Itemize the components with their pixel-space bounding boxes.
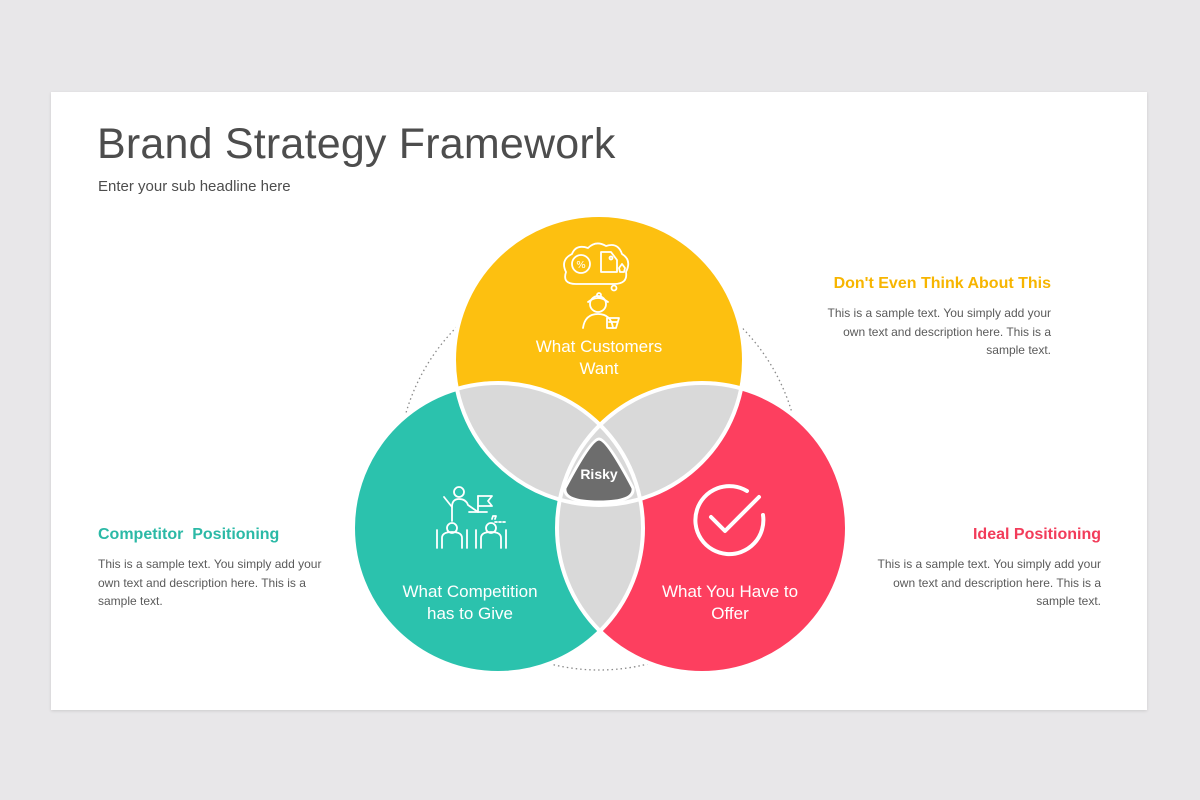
slide: Brand Strategy Framework Enter your sub … <box>51 92 1147 710</box>
page-title: Brand Strategy Framework <box>97 120 616 168</box>
venn-diagram: Risky % <box>351 213 849 675</box>
annotation-left: Competitor Positioning This is a sample … <box>98 526 328 611</box>
annotation-left-heading: Competitor Positioning <box>98 526 280 543</box>
circle-offer-label-line2: Offer <box>711 604 749 623</box>
outline-competition <box>351 381 645 675</box>
customer-thinking-icon: % <box>563 242 630 329</box>
page-subtitle: Enter your sub headline here <box>98 178 291 195</box>
center-risky-label: Risky <box>580 466 618 482</box>
annotation-left-text: This is a sample text. You simply add yo… <box>98 557 322 608</box>
svg-text:%: % <box>576 260 586 271</box>
center-risky-shape <box>563 437 635 504</box>
circle-customers-label-line1: What Customers <box>536 337 663 356</box>
team-flag-icon <box>436 486 507 549</box>
circle-competition-label-line2: has to Give <box>427 604 513 623</box>
annotation-right-heading: Ideal Positioning <box>972 526 1101 543</box>
overlap-customers-competition <box>454 383 643 505</box>
annotation-top-text: This is a sample text. You simply add yo… <box>827 306 1051 357</box>
annotation-right: Ideal Positioning This is a sample text.… <box>871 526 1101 611</box>
circle-customers-label-line2: Want <box>579 359 618 378</box>
annotation-right-text: This is a sample text. You simply add yo… <box>877 557 1101 608</box>
circle-offer-label-line1: What You Have to <box>662 582 798 601</box>
outline-offer <box>555 381 849 675</box>
annotation-top: Don't Even Think About This This is a sa… <box>821 275 1051 360</box>
circle-competition-label-line1: What Competition <box>402 582 537 601</box>
annotation-top-heading: Don't Even Think About This <box>833 275 1051 292</box>
overlap-customers-offer <box>557 383 744 505</box>
checkmark-circle-icon <box>693 484 766 557</box>
outline-customers <box>452 213 746 507</box>
